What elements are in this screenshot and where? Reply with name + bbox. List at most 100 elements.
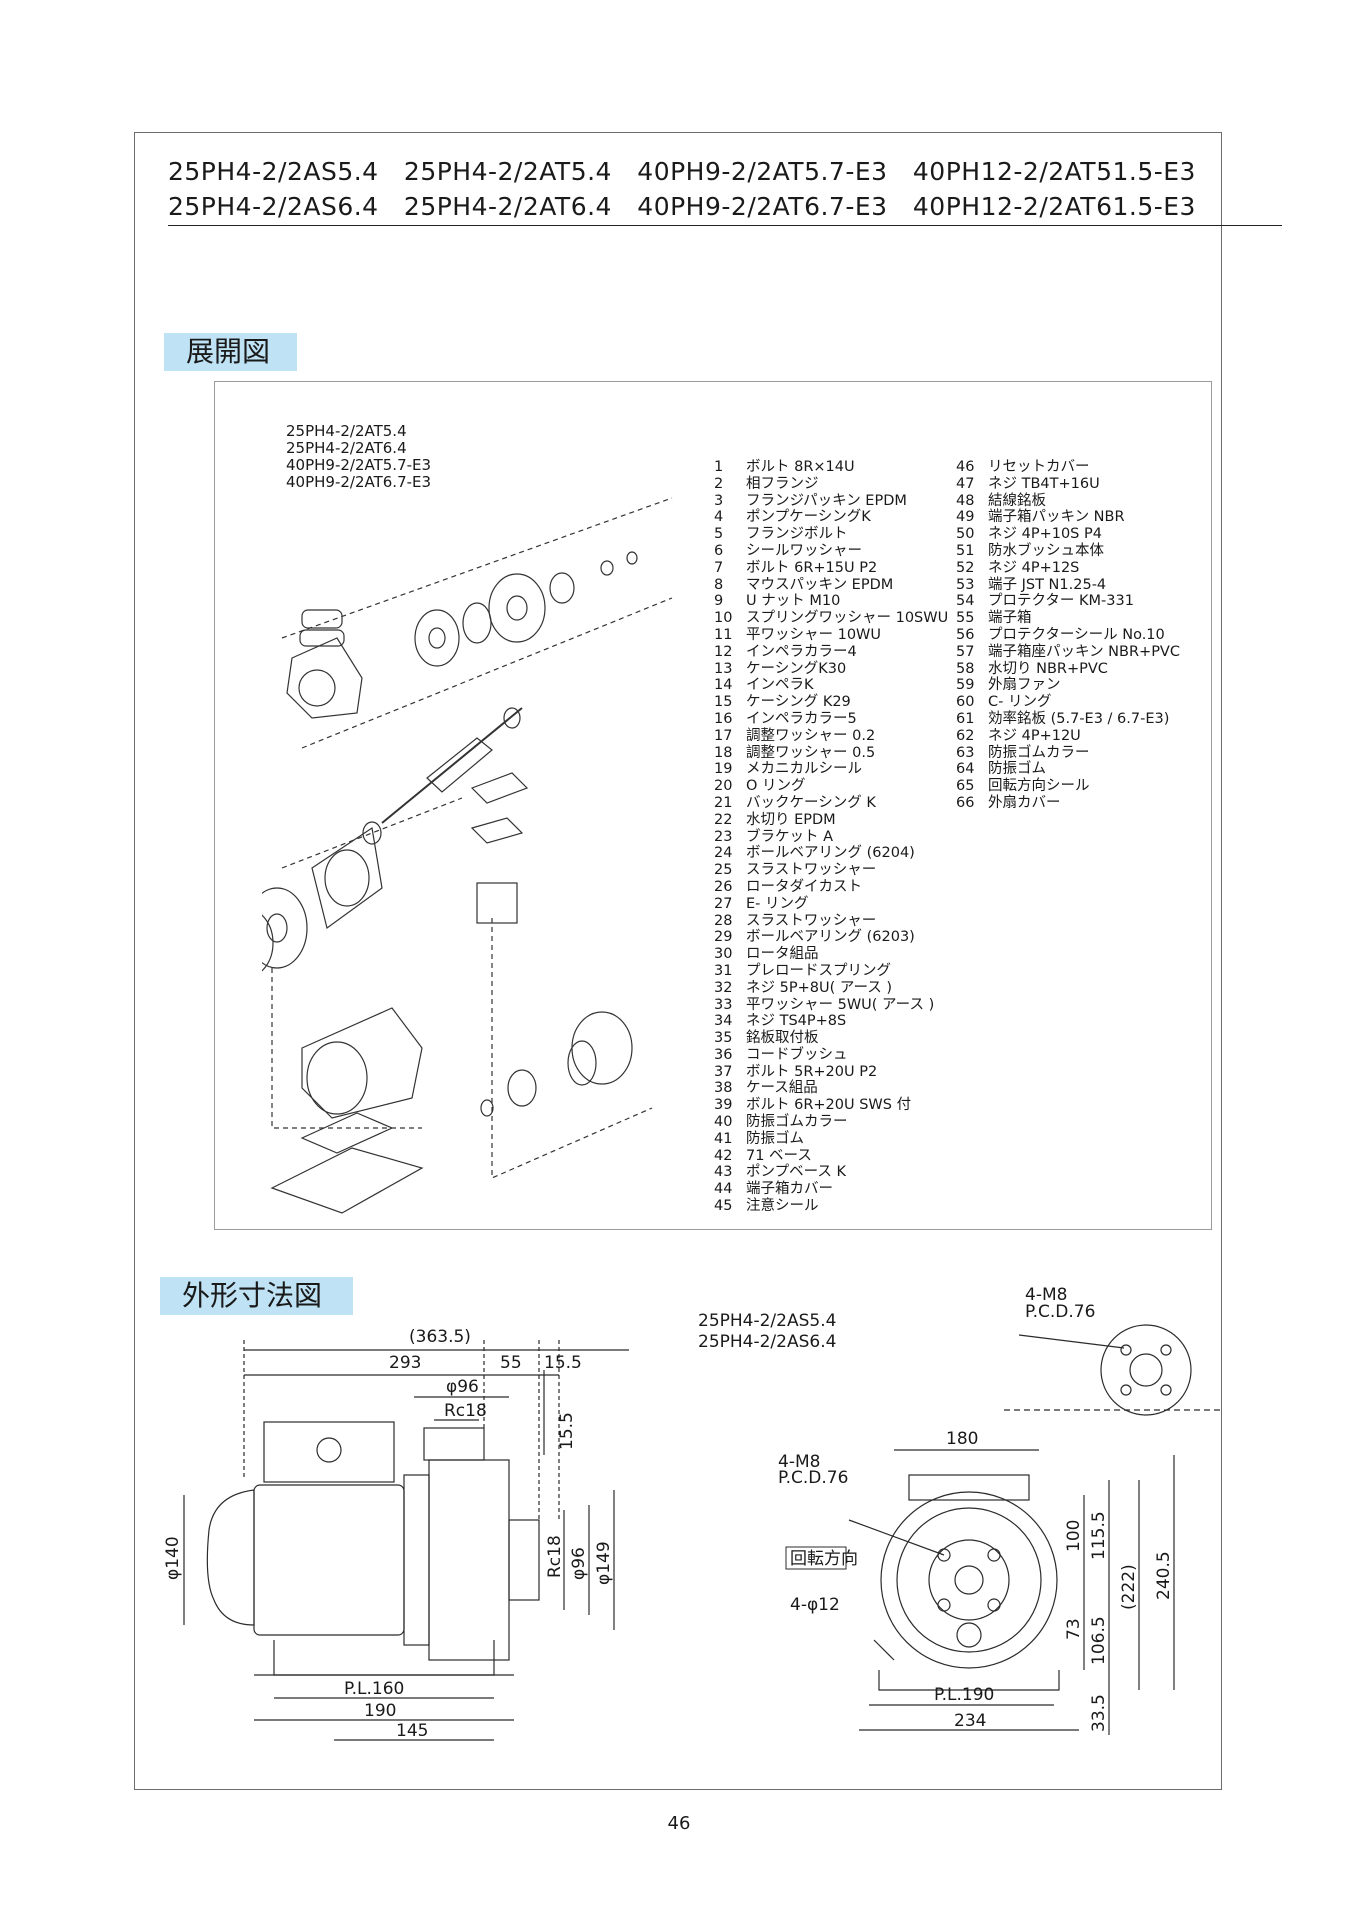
part-number: 50: [956, 526, 975, 543]
casing-k29-hole: [506, 595, 528, 621]
part-row: 33 平ワッシャー 5WU( アース ): [714, 997, 948, 1014]
flange-detail-hole: [1160, 1384, 1172, 1396]
part-number: 24: [714, 845, 733, 862]
pump-front-inner: [896, 1507, 1042, 1653]
part-number: 19: [714, 761, 733, 778]
part-number: 11: [714, 626, 733, 643]
part-name: ネジ 4P+10S P4: [988, 526, 1102, 543]
part-name: ボールベアリング (6203): [746, 929, 915, 946]
part-name: 端子箱座パッキン NBR+PVC: [988, 643, 1180, 660]
part-number: 47: [956, 475, 975, 492]
model-list-row-2: 25PH4-2/2AS6.4 25PH4-2/2AT6.4 40PH9-2/2A…: [168, 192, 1196, 221]
casing-k29: [488, 573, 546, 643]
dim-293: 293: [389, 1353, 421, 1373]
part-name: スラストワッシャー: [746, 912, 877, 929]
part-number: 61: [956, 710, 975, 727]
part-number: 33: [714, 996, 733, 1013]
part-number: 28: [714, 912, 733, 929]
dim-phi96-side: φ96: [569, 1547, 589, 1580]
rotation-label-box: [785, 1546, 847, 1570]
part-number: 23: [714, 828, 733, 845]
part-row: 5 フランジボルト: [714, 526, 948, 543]
bearing: [362, 821, 382, 845]
dim-pcd-top: P.C.D.76: [1025, 1302, 1095, 1322]
flange-part: [299, 629, 345, 647]
part-name: 平ワッシャー 5WU( アース ): [746, 996, 935, 1013]
part-number: 57: [956, 643, 975, 660]
part-name: ボールベアリング (6204): [746, 845, 915, 862]
part-name: マウスパッキン EPDM: [746, 576, 894, 593]
part-number: 5: [714, 526, 724, 543]
part-name: リセットカバー: [988, 459, 1090, 475]
part-name: 端子箱: [988, 610, 1032, 627]
part-name: 防振ゴム: [988, 761, 1046, 778]
fan: [507, 1069, 537, 1107]
part-number: 6: [714, 542, 724, 559]
part-name: フランジボルト: [746, 526, 848, 543]
exploded-model: 40PH9-2/2AT5.7-E3: [286, 456, 432, 474]
alignment-line: [281, 497, 673, 639]
leader-pcd: [848, 1519, 945, 1556]
back-casing-hub: [266, 913, 288, 943]
part-number: 1: [714, 459, 724, 475]
drain-plug: [956, 1622, 982, 1648]
part-name: ボルト 8R×14U: [746, 459, 855, 475]
part-name: インペラカラー5: [746, 710, 857, 727]
part-number: 53: [956, 576, 975, 593]
exploded-view-models: 25PH4-2/2AT5.4 25PH4-2/2AT6.4 40PH9-2/2A…: [286, 423, 431, 491]
pump-front-outer: [880, 1491, 1058, 1669]
part-number: 7: [714, 559, 724, 576]
part-name: インペラカラー4: [746, 643, 857, 660]
part-name: 注意シール: [746, 1198, 819, 1215]
part-name: プロテクター KM-331: [988, 593, 1134, 610]
part-row: 24 ボールベアリング (6204): [714, 845, 948, 862]
dim-phi96-top: φ96: [446, 1377, 479, 1397]
dim-bolt-top: 4-M8: [1025, 1285, 1067, 1305]
part-number: 25: [714, 862, 733, 879]
exploded-view-panel: [214, 381, 1212, 1230]
washer: [626, 551, 638, 565]
part-name: 水切り EPDM: [746, 811, 836, 828]
part-name: ブラケット A: [746, 828, 834, 845]
bracket: [403, 1474, 430, 1646]
part-name: スプリングワッシャー 10SWU: [746, 610, 949, 627]
part-row: 23 ブラケット A: [714, 829, 948, 846]
part-name: 71 ベース: [746, 1147, 812, 1164]
part-number: 12: [714, 643, 733, 660]
bolt-hole: [937, 1598, 951, 1612]
part-name: 端子箱カバー: [746, 1181, 833, 1198]
part-name: ネジ 4P+12U: [988, 727, 1081, 744]
base-side: [273, 1640, 495, 1676]
part-number: 42: [714, 1147, 733, 1164]
section-title-dimensions: 外形寸法図: [160, 1277, 353, 1315]
suction-bore: [954, 1565, 984, 1595]
impeller: [462, 602, 492, 644]
discharge-port: [423, 1427, 485, 1461]
part-name: ケース組品: [746, 1080, 818, 1097]
part-number: 55: [956, 610, 975, 627]
casing-ring-hole: [428, 627, 446, 649]
part-number: 8: [714, 576, 724, 593]
dim-rc18-top: Rc18: [444, 1401, 487, 1421]
cable-gland: [316, 1437, 342, 1463]
part-number: 34: [714, 1013, 733, 1030]
part-name: 銘板取付板: [746, 1030, 819, 1047]
